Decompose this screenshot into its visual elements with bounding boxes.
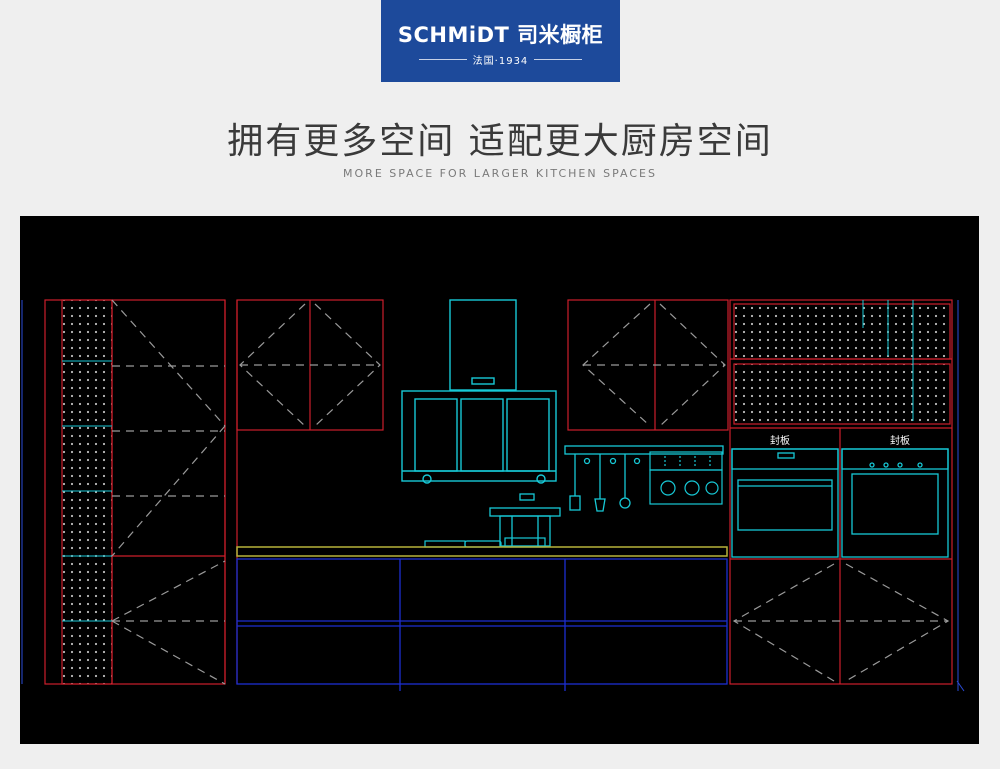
utensil-rail (564, 445, 724, 512)
page-subtitle: MORE SPACE FOR LARGER KITCHEN SPACES (343, 167, 657, 180)
cooking-pot (489, 493, 561, 547)
upper-cabinet-left-dashes (239, 303, 381, 427)
logo-brand-text: SCHMiDT 司米橱柜 (397, 23, 604, 47)
left-tall-cabinet-dashes (111, 299, 226, 685)
oven-right (841, 448, 949, 558)
appliance-label-left: 封板 (770, 434, 790, 447)
oven-left (731, 448, 839, 558)
logo-divider-right (534, 59, 583, 60)
dimension-marks (21, 300, 965, 692)
logo-tagline: 法国·1934 (381, 52, 620, 67)
dish-rack (649, 451, 723, 505)
upper-cabinet-right-dashes (582, 303, 726, 427)
right-base-dashes (732, 563, 950, 682)
range-hood (401, 299, 557, 484)
base-cabinets (236, 558, 728, 691)
appliance-label-right: 封板 (890, 434, 910, 447)
left-tall-cabinet (44, 299, 238, 685)
right-cabinet-hangers (862, 300, 914, 421)
logo-divider-left (418, 59, 467, 60)
left-dotted-column-dividers (62, 360, 112, 622)
logo-tagline-text: 法国·1934 (472, 56, 529, 67)
countertop (236, 546, 728, 557)
right-tall-cabinet (729, 299, 953, 685)
brand-logo: SCHMiDT 司米橱柜 法国·1934 (381, 0, 620, 82)
page-title: 拥有更多空间 适配更大厨房空间 (227, 121, 773, 162)
kitchen-elevation-svg: 封板 封板 (21, 299, 965, 692)
upper-cabinet-right (567, 299, 729, 431)
kitchen-cad-drawing: 封板 封板 (20, 216, 979, 744)
